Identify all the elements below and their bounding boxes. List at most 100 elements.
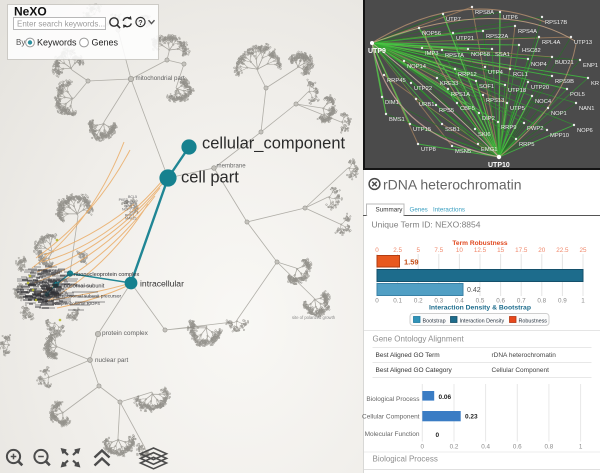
svg-text:DFS3: DFS3 — [124, 201, 133, 205]
svg-text:10: 10 — [456, 247, 464, 254]
svg-text:POL5: POL5 — [570, 92, 585, 98]
svg-text:Cellular Component: Cellular Component — [362, 414, 420, 421]
svg-text:RPS22A: RPS22A — [486, 34, 508, 40]
svg-text:2.5: 2.5 — [393, 247, 402, 254]
svg-text:22.5: 22.5 — [556, 247, 569, 254]
svg-text:PWP2: PWP2 — [527, 126, 543, 132]
svg-text:Molecular Function: Molecular Function — [365, 431, 420, 438]
svg-text:protein complex: protein complex — [102, 330, 149, 337]
svg-text:NeXO: NeXO — [14, 5, 47, 19]
svg-text:Unique Term ID: NEXO:8854: Unique Term ID: NEXO:8854 — [372, 220, 481, 230]
svg-text:NOP14: NOP14 — [407, 64, 427, 70]
svg-text:RPS13: RPS13 — [486, 98, 504, 104]
svg-text:MAK21: MAK21 — [125, 217, 137, 221]
svg-text:UTP5: UTP5 — [510, 106, 525, 112]
svg-text:RPS17B: RPS17B — [545, 20, 567, 26]
svg-text:1: 1 — [579, 444, 583, 451]
svg-text:IMP3: IMP3 — [425, 51, 439, 57]
svg-text:Bootstrap: Bootstrap — [423, 318, 446, 324]
svg-text:RPS9B: RPS9B — [555, 79, 574, 85]
svg-text:cell part: cell part — [181, 169, 239, 187]
svg-text:Interactions: Interactions — [433, 207, 465, 214]
svg-text:60S ribosomal subunit precurso: 60S ribosomal subunit precursor — [52, 294, 121, 300]
svg-text:0.8: 0.8 — [545, 444, 554, 451]
svg-text:RRP1: RRP1 — [125, 214, 135, 218]
svg-text:15: 15 — [497, 247, 505, 254]
svg-text:BUD21: BUD21 — [555, 60, 574, 66]
svg-text:PKE2: PKE2 — [119, 198, 128, 202]
svg-text:RPS7A: RPS7A — [445, 53, 464, 59]
svg-text:UTP13: UTP13 — [574, 40, 592, 46]
svg-text:0.1: 0.1 — [393, 298, 402, 305]
svg-text:Enter search keywords...: Enter search keywords... — [17, 19, 105, 28]
svg-text:RPS5: RPS5 — [439, 108, 454, 114]
svg-text:SSA1: SSA1 — [495, 52, 510, 58]
svg-text:RPS1A: RPS1A — [451, 92, 470, 98]
svg-text:NOP6: NOP6 — [577, 128, 593, 134]
svg-text:ribonucleoprotein complex: ribonucleoprotein complex — [74, 272, 140, 278]
svg-text:Genes: Genes — [92, 38, 119, 48]
svg-text:site of polarized growth: site of polarized growth — [292, 315, 336, 320]
svg-text:Best Aligned GO Term: Best Aligned GO Term — [376, 352, 440, 359]
svg-text:Keywords: Keywords — [37, 38, 77, 48]
svg-text:RPS1A: RPS1A — [46, 269, 60, 274]
svg-text:ENP1: ENP1 — [583, 63, 598, 69]
svg-text:7.5: 7.5 — [434, 247, 443, 254]
svg-text:KR: KR — [591, 81, 599, 87]
svg-text:CBF5: CBF5 — [460, 106, 475, 112]
svg-text:0.9: 0.9 — [558, 298, 567, 305]
svg-text:UTP15: UTP15 — [413, 127, 431, 133]
svg-text:UTP6: UTP6 — [503, 15, 518, 21]
svg-text:UTP4: UTP4 — [488, 70, 504, 76]
svg-text:20: 20 — [538, 247, 546, 254]
svg-text:UTP9: UTP9 — [368, 48, 386, 55]
svg-text:DIP2: DIP2 — [482, 116, 495, 122]
svg-text:0.2: 0.2 — [450, 444, 459, 451]
svg-text:UTP20: UTP20 — [531, 85, 549, 91]
svg-text:NOP1: NOP1 — [551, 111, 567, 117]
svg-text:0.6: 0.6 — [513, 444, 522, 451]
svg-text:Interaction Density: Interaction Density — [460, 318, 505, 324]
svg-text:ribosomal subunit: ribosomal subunit — [61, 284, 105, 290]
svg-text:EMG1: EMG1 — [481, 147, 497, 153]
svg-text:0.6: 0.6 — [496, 298, 505, 305]
svg-text:NOP7: NOP7 — [122, 207, 132, 211]
svg-text:MSN5: MSN5 — [455, 149, 471, 155]
svg-text:SSB1: SSB1 — [445, 127, 460, 133]
svg-text:Biological Process: Biological Process — [373, 455, 438, 464]
svg-text:0.4: 0.4 — [481, 444, 490, 451]
svg-text:0.5: 0.5 — [476, 298, 485, 305]
svg-text:RCL1: RCL1 — [513, 72, 528, 78]
svg-text:Gene Ontology Alignment: Gene Ontology Alignment — [373, 335, 465, 344]
svg-text:By:: By: — [16, 38, 28, 47]
svg-text:BMS1: BMS1 — [389, 117, 405, 123]
svg-text:RPL5: RPL5 — [126, 204, 135, 208]
svg-text:1.59: 1.59 — [404, 258, 419, 267]
svg-text:NOP4: NOP4 — [531, 62, 548, 68]
svg-text:intracellular: intracellular — [140, 279, 184, 289]
svg-text:Biological Process: Biological Process — [366, 396, 420, 403]
svg-text:RPL2A: RPL2A — [36, 281, 49, 286]
svg-text:0.06: 0.06 — [439, 394, 452, 401]
svg-text:Robustness: Robustness — [519, 318, 548, 324]
svg-text:17.5: 17.5 — [515, 247, 528, 254]
svg-text:0.42: 0.42 — [467, 287, 481, 294]
svg-text:UTP18: UTP18 — [508, 88, 526, 94]
svg-text:NOP58: NOP58 — [471, 52, 490, 58]
svg-text:rDNA heterochromatin: rDNA heterochromatin — [383, 177, 522, 193]
svg-text:25: 25 — [579, 247, 587, 254]
svg-text:?: ? — [138, 20, 142, 27]
svg-text:UTP21: UTP21 — [456, 36, 474, 42]
svg-text:RRP12: RRP12 — [458, 72, 477, 78]
svg-text:NOP56: NOP56 — [422, 31, 441, 37]
svg-text:NAN1: NAN1 — [579, 106, 594, 112]
svg-text:0.8: 0.8 — [537, 298, 546, 305]
svg-text:RRP9: RRP9 — [501, 125, 516, 131]
svg-text:0: 0 — [436, 432, 440, 439]
svg-text:0: 0 — [421, 444, 425, 451]
svg-text:membrane: membrane — [217, 163, 247, 170]
svg-text:UTP8: UTP8 — [421, 147, 436, 153]
svg-text:Term Robustness: Term Robustness — [452, 240, 508, 247]
svg-text:Genes: Genes — [410, 207, 428, 214]
svg-text:Cellular Component: Cellular Component — [492, 367, 550, 374]
